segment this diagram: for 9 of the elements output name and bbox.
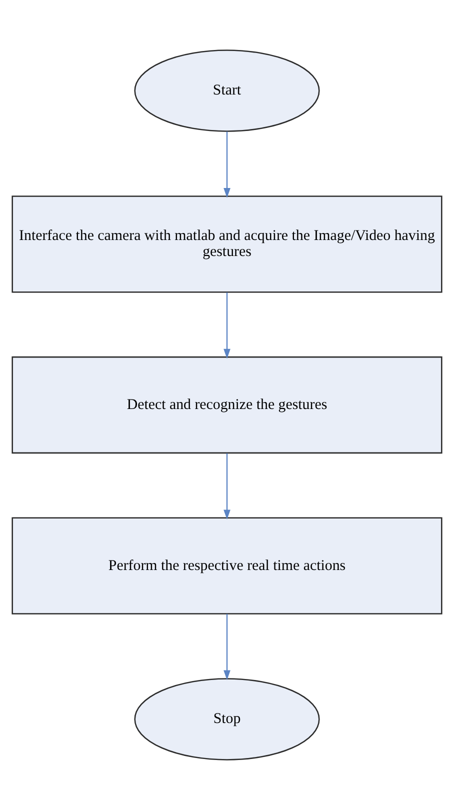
arrow bbox=[224, 292, 230, 359]
arrow bbox=[224, 614, 230, 680]
node-ellipse: Start bbox=[134, 50, 320, 132]
arrow bbox=[224, 132, 230, 198]
node-box: Detect and recognize the gestures bbox=[12, 356, 442, 454]
node-ellipse: Stop bbox=[134, 678, 320, 760]
arrow bbox=[224, 453, 230, 520]
node-box: Perform the respective real time actions bbox=[12, 517, 442, 614]
node-box: Interface the camera with matlab and acquire the Image/Video having gestures bbox=[12, 196, 442, 293]
